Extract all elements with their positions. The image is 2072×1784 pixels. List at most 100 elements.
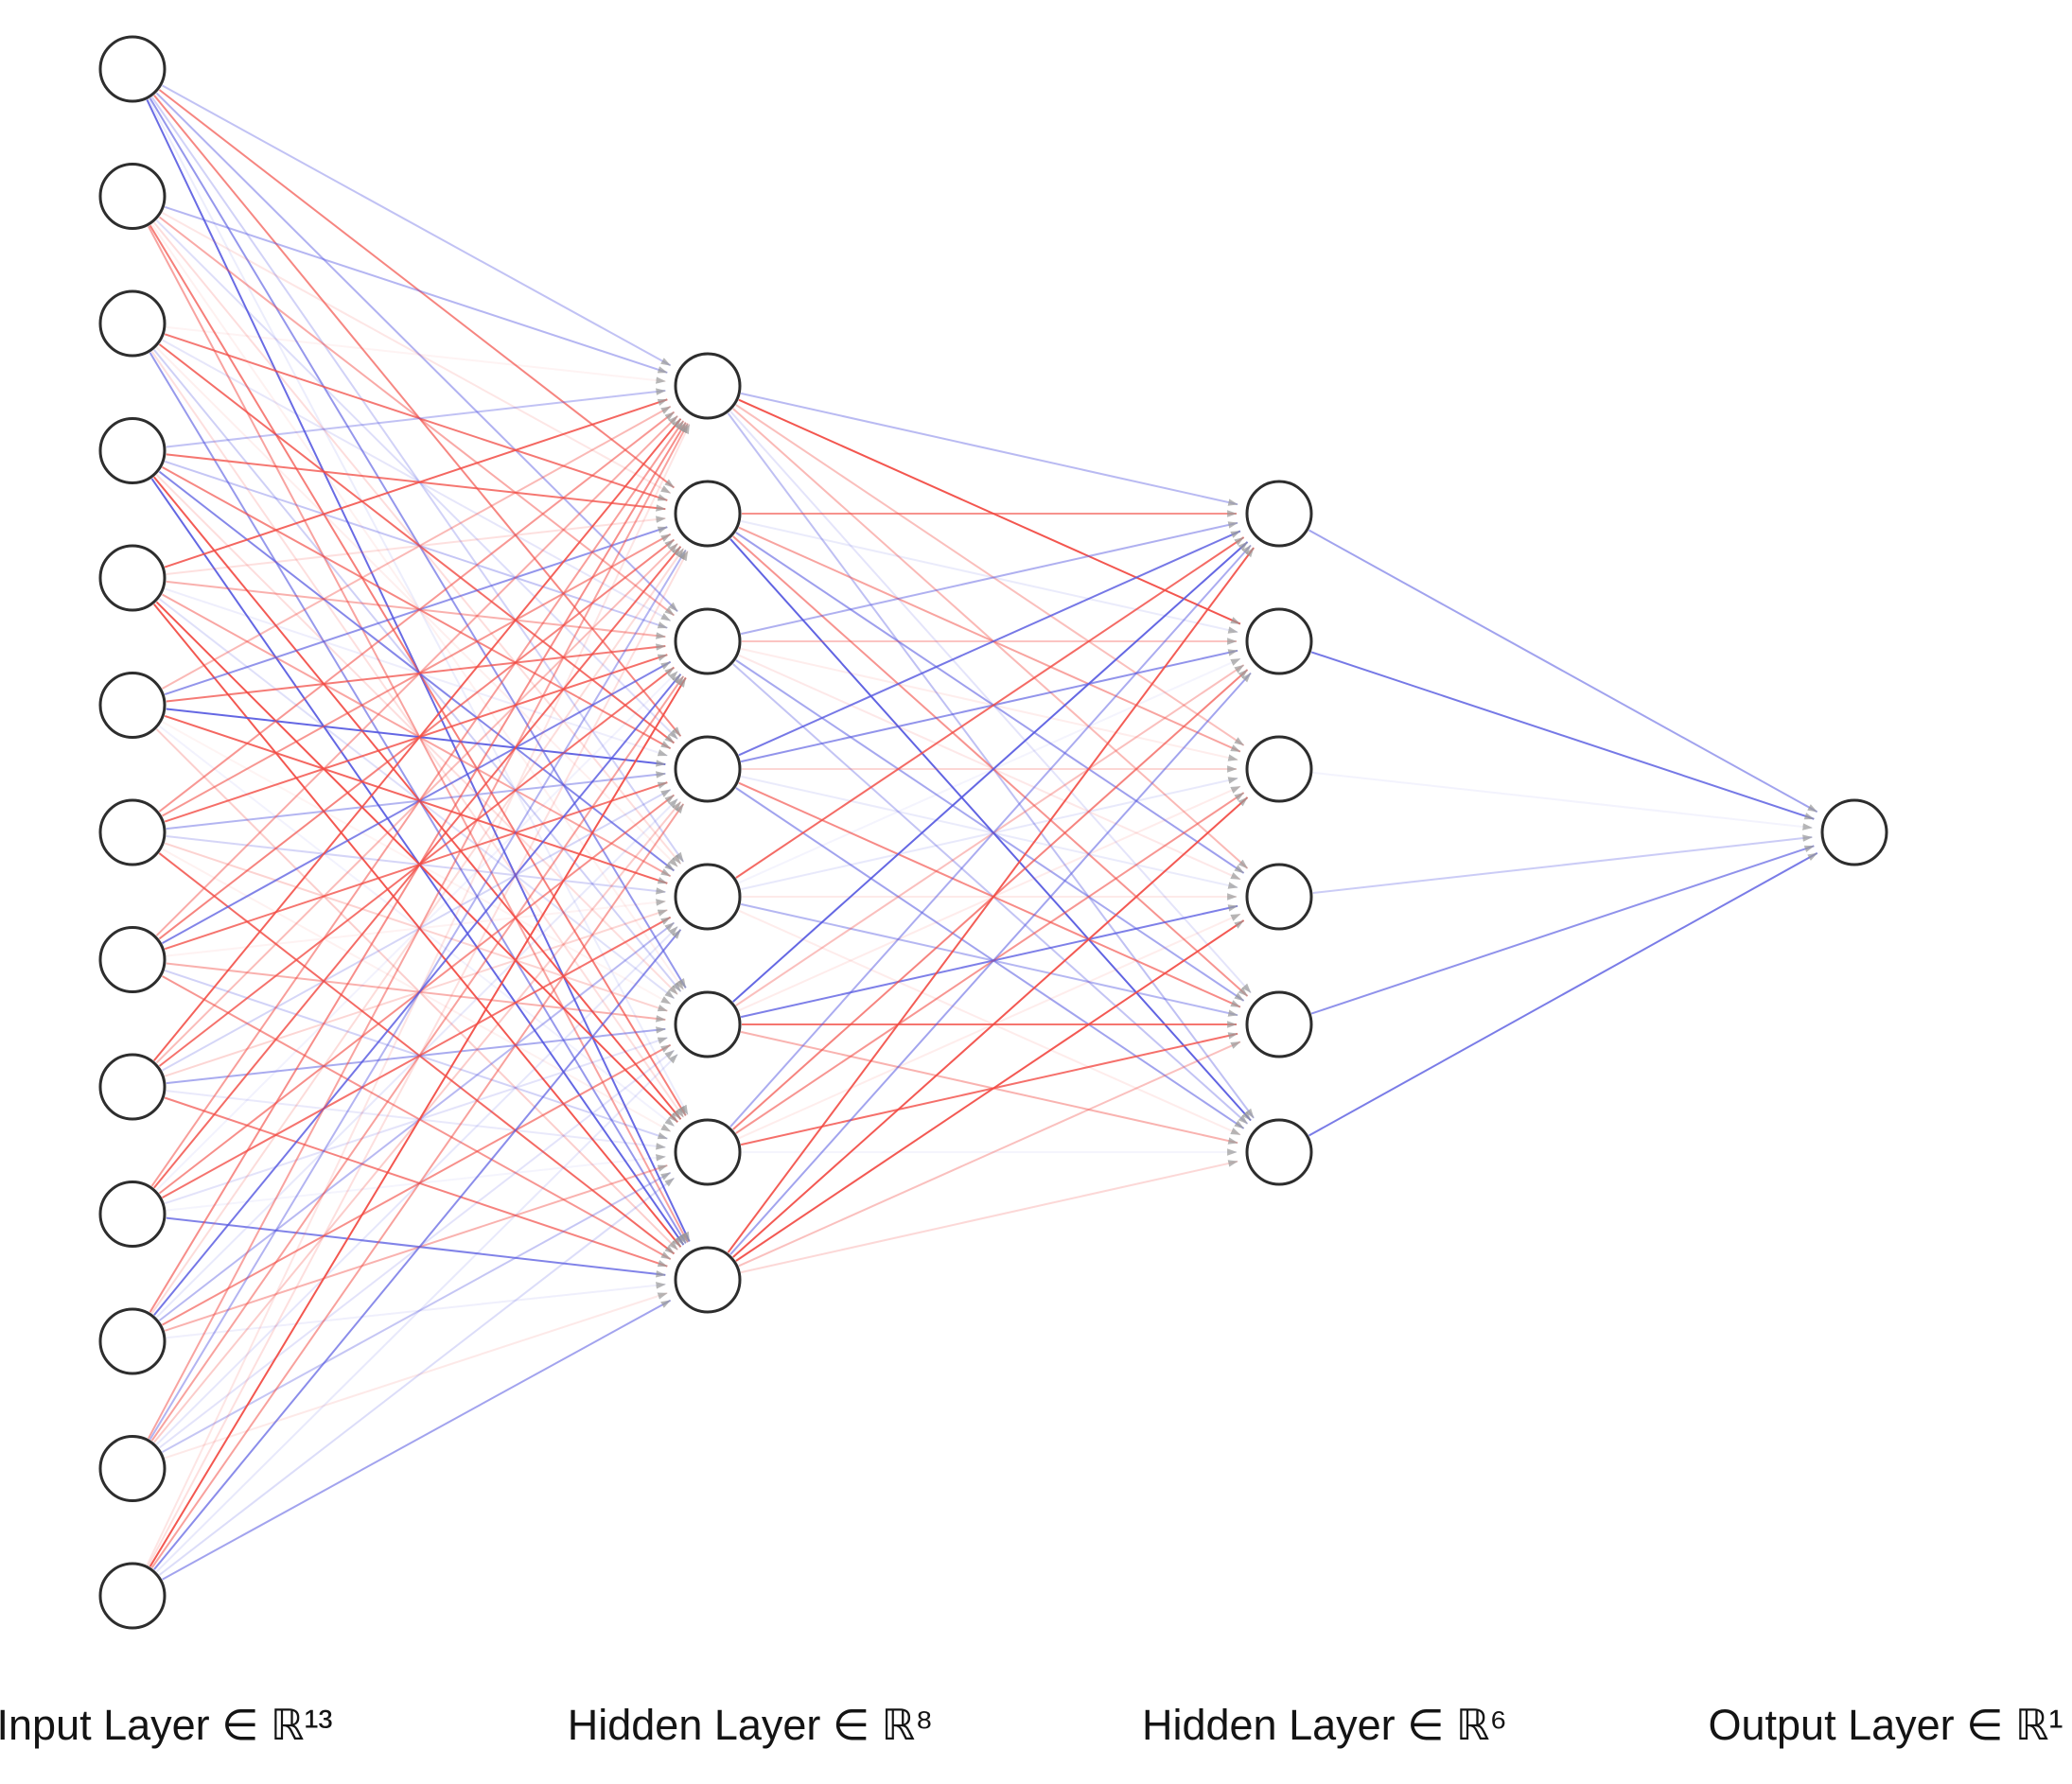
edge-input-4-to-hidden1-2	[166, 453, 666, 512]
edge-input-5-to-hidden1-7	[155, 601, 678, 1123]
edge-hidden1-6-to-hidden2-3	[738, 785, 1241, 1012]
edge-input-8-to-hidden1-6	[166, 962, 666, 1023]
edge-hidden1-5-to-hidden2-5	[740, 902, 1238, 1017]
edge-input-10-to-hidden1-7	[166, 1154, 666, 1212]
edge-input-13-to-hidden1-1	[146, 424, 691, 1565]
edge-input-1-to-hidden1-6	[149, 97, 687, 988]
edge-input-2-to-hidden1-8	[148, 225, 689, 1243]
edge-input-1-to-hidden1-5	[150, 96, 685, 863]
edge-hidden1-3-to-hidden2-3	[740, 647, 1238, 761]
edge-input-7-to-hidden1-5	[166, 835, 666, 895]
edge-input-7-to-hidden1-2	[162, 533, 672, 817]
edge-hidden1-3-to-hidden2-6	[732, 663, 1249, 1125]
neuron-output-1	[1820, 798, 1888, 866]
edge-input-12-to-hidden1-2	[149, 549, 687, 1441]
neuron-hidden2-1	[1245, 480, 1313, 548]
edge-hidden1-3-to-hidden2-5	[735, 659, 1245, 1002]
edge-hidden2-2-to-output-1	[1310, 651, 1815, 820]
neuron-input-4	[98, 417, 167, 484]
neuron-hidden1-2	[674, 480, 742, 548]
edge-input-5-to-hidden1-6	[158, 598, 676, 1000]
edge-input-11-to-hidden1-7	[164, 1164, 668, 1332]
edge-hidden1-4-to-hidden2-2	[740, 649, 1238, 763]
neuron-input-3	[98, 289, 167, 358]
edge-input-13-to-hidden1-3	[149, 676, 687, 1567]
edge-input-3-to-hidden1-1	[166, 325, 666, 384]
edge-hidden1-6-to-hidden2-1	[732, 541, 1249, 1003]
edge-input-13-to-hidden1-8	[162, 1299, 672, 1581]
edge-hidden1-8-to-hidden2-4	[735, 919, 1245, 1262]
edge-input-11-to-hidden1-3	[153, 673, 682, 1316]
neuron-hidden2-4	[1245, 863, 1313, 931]
neuron-input-8	[98, 926, 167, 993]
edge-hidden1-8-to-hidden2-5	[738, 1041, 1241, 1268]
edge-input-11-to-hidden1-6	[162, 1043, 672, 1326]
neuron-hidden2-5	[1245, 990, 1313, 1058]
neuron-hidden1-6	[674, 990, 742, 1058]
neuron-hidden1-7	[674, 1118, 742, 1186]
neuron-hidden2-6	[1245, 1118, 1313, 1186]
edge-hidden1-4-to-hidden2-1	[738, 530, 1241, 757]
edge-input-10-to-hidden1-3	[155, 671, 678, 1191]
edge-hidden1-4-to-hidden2-6	[735, 787, 1245, 1129]
edge-input-9-to-hidden1-1	[153, 418, 682, 1061]
edge-input-4-to-hidden1-7	[153, 476, 682, 1120]
edge-input-3-to-hidden1-7	[150, 351, 685, 1118]
edge-input-11-to-hidden1-1	[149, 422, 687, 1313]
edge-input-5-to-hidden1-8	[153, 603, 682, 1248]
edge-input-5-to-hidden1-2	[166, 516, 666, 575]
edge-input-4-to-hidden1-1	[166, 388, 666, 448]
edge-input-10-to-hidden1-5	[162, 916, 672, 1198]
edge-hidden1-5-to-hidden2-2	[738, 657, 1241, 884]
neuron-input-9	[98, 1053, 167, 1121]
edge-input-8-to-hidden1-8	[162, 975, 672, 1260]
neuron-input-11	[98, 1307, 167, 1375]
edge-hidden1-1-to-hidden2-4	[732, 408, 1249, 869]
edge-input-6-to-hidden1-3	[166, 643, 666, 703]
edge-input-13-to-hidden1-7	[158, 1177, 676, 1576]
edge-input-8-to-hidden1-4	[164, 781, 668, 951]
edge-input-9-to-hidden1-4	[162, 788, 672, 1072]
edge-input-5-to-hidden1-5	[162, 593, 672, 878]
edge-input-1-to-hidden1-7	[148, 98, 689, 1115]
edge-input-1-to-hidden1-3	[155, 92, 678, 613]
edge-input-7-to-hidden1-8	[158, 852, 676, 1255]
edge-hidden1-2-to-hidden2-3	[738, 526, 1241, 753]
edge-hidden1-5-to-hidden2-1	[735, 536, 1245, 879]
edge-hidden1-2-to-hidden2-5	[732, 535, 1249, 997]
edge-input-10-to-hidden1-6	[164, 1037, 668, 1205]
neuron-input-13	[98, 1562, 167, 1630]
edge-hidden1-8-to-hidden2-2	[729, 672, 1252, 1255]
edge-input-6-to-hidden1-4	[166, 708, 666, 767]
edge-input-1-to-hidden1-4	[153, 95, 682, 737]
edge-input-6-to-hidden1-5	[164, 714, 668, 884]
edge-hidden1-7-to-hidden2-4	[738, 913, 1241, 1140]
edge-input-3-to-hidden1-4	[158, 343, 676, 744]
edge-input-6-to-hidden1-7	[158, 725, 676, 1128]
edge-input-4-to-hidden1-5	[158, 470, 676, 872]
edge-hidden2-3-to-output-1	[1312, 771, 1813, 831]
neuron-hidden1-8	[674, 1246, 742, 1314]
edge-input-12-to-hidden1-1	[148, 423, 689, 1440]
edge-layer	[146, 84, 1818, 1581]
edge-input-3-to-hidden1-5	[155, 346, 678, 867]
edge-input-10-to-hidden1-8	[166, 1216, 666, 1278]
edge-input-5-to-hidden1-3	[166, 580, 666, 639]
edge-hidden1-7-to-hidden2-1	[729, 544, 1252, 1128]
edge-hidden1-3-to-hidden2-4	[738, 654, 1241, 881]
edge-input-2-to-hidden1-3	[158, 216, 676, 617]
neuron-input-1	[98, 35, 167, 103]
edge-input-13-to-hidden1-2	[148, 551, 689, 1566]
edge-input-3-to-hidden1-2	[164, 333, 668, 501]
edge-input-6-to-hidden1-1	[162, 405, 672, 690]
neuron-input-7	[98, 798, 167, 866]
neuron-hidden1-5	[674, 863, 742, 931]
neuron-hidden2-3	[1245, 735, 1313, 803]
edge-input-11-to-hidden1-8	[166, 1282, 666, 1339]
edge-hidden1-2-to-hidden2-4	[735, 532, 1245, 874]
neuron-hidden1-1	[674, 352, 742, 420]
edge-input-13-to-hidden1-5	[153, 929, 682, 1570]
neuron-input-6	[98, 672, 167, 739]
